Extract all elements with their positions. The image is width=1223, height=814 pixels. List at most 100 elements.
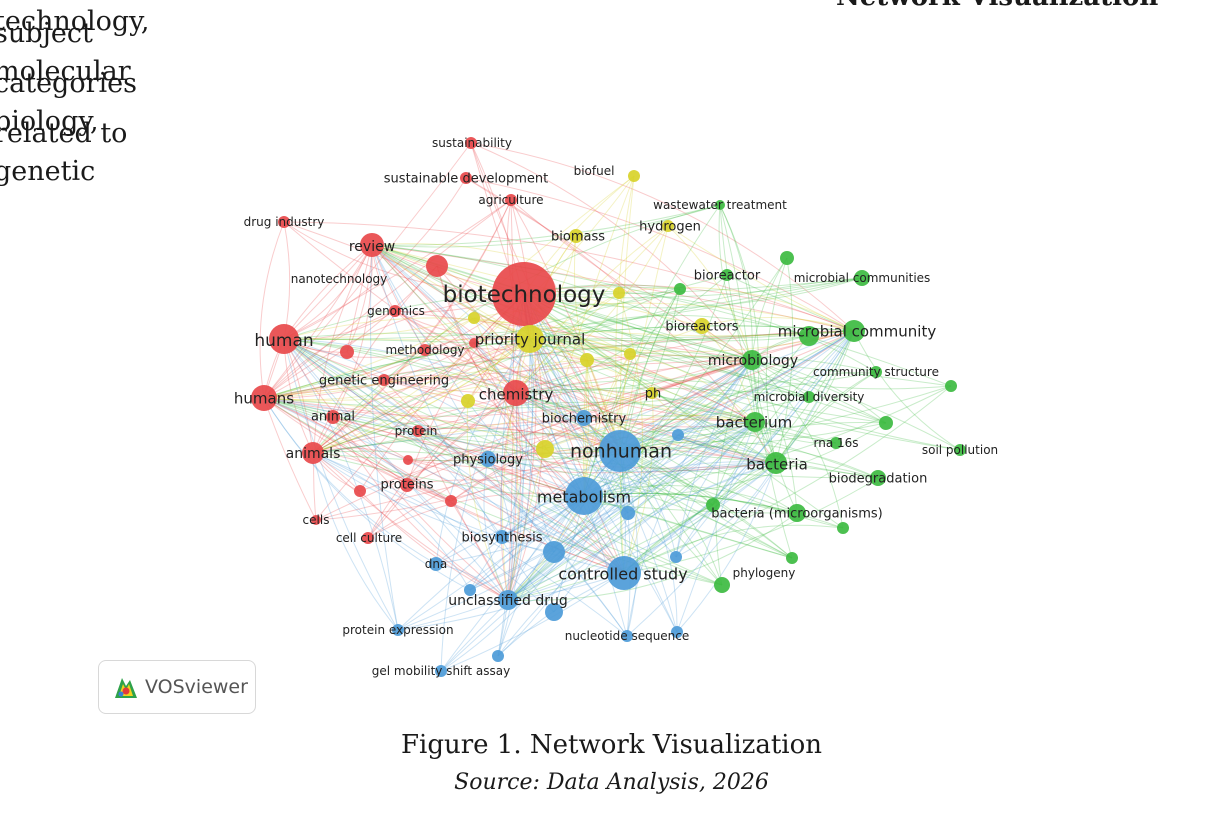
node-review[interactable] [360, 233, 384, 257]
network-node[interactable] [672, 429, 684, 441]
node-community-structure[interactable] [870, 366, 882, 378]
network-edge [507, 335, 810, 601]
node-microbial-community[interactable] [843, 320, 865, 342]
network-edge [417, 430, 509, 601]
node-hydrogen[interactable] [662, 220, 674, 232]
node-biofuel[interactable] [628, 170, 640, 182]
node-dna[interactable] [429, 557, 443, 571]
network-node[interactable] [464, 584, 476, 596]
node-nonhuman[interactable] [599, 430, 641, 472]
network-node[interactable] [799, 326, 819, 346]
network-node[interactable] [468, 312, 480, 324]
network-node[interactable] [354, 485, 366, 497]
node-phylogeny[interactable] [714, 577, 730, 593]
node-animal[interactable] [326, 410, 340, 424]
network-edge [312, 244, 373, 454]
network-node[interactable] [403, 455, 413, 465]
network-edge [507, 421, 756, 601]
label-nucleotide-sequence: nucleotide sequence [565, 629, 690, 643]
network-node[interactable] [674, 283, 686, 295]
network-edge [312, 199, 512, 454]
node-agriculture[interactable] [505, 194, 517, 206]
network-node[interactable] [879, 416, 893, 430]
node-genetic-engineering[interactable] [378, 374, 390, 386]
node-nanotechnology[interactable] [426, 255, 448, 277]
network-edge [283, 338, 714, 506]
node-physiology[interactable] [480, 451, 496, 467]
node-sustainable-development[interactable] [460, 172, 472, 184]
network-node[interactable] [340, 345, 354, 359]
node-cells[interactable] [311, 515, 321, 525]
node-microbial-communities[interactable] [854, 270, 870, 286]
network-node[interactable] [445, 495, 457, 507]
network-node[interactable] [706, 498, 720, 512]
network-edge [406, 484, 625, 574]
node-bacteria-microorganisms-[interactable] [788, 504, 806, 522]
node-chemistry[interactable] [503, 380, 529, 406]
node-microbial-diversity[interactable] [803, 391, 815, 403]
node-nucleotide-sequence[interactable] [621, 630, 633, 642]
network-edge [371, 244, 517, 394]
network-node[interactable] [469, 338, 479, 348]
network-edge [283, 338, 399, 631]
network-node[interactable] [461, 394, 475, 408]
network-edge [283, 338, 793, 559]
node-biosynthesis[interactable] [495, 530, 509, 544]
network-node[interactable] [543, 541, 565, 563]
network-node[interactable] [545, 603, 563, 621]
node-biomass[interactable] [569, 229, 583, 243]
network-node[interactable] [613, 287, 625, 299]
node-drug-industry[interactable] [278, 216, 290, 228]
network-node[interactable] [837, 522, 849, 534]
node-microbiology[interactable] [742, 350, 762, 370]
node-protein[interactable] [412, 425, 424, 437]
node-gel-mobility-shift-assay[interactable] [435, 665, 447, 677]
node-bioreactor[interactable] [721, 269, 733, 281]
node-methodology[interactable] [419, 344, 431, 356]
node-metabolism[interactable] [565, 477, 603, 515]
network-edge [515, 379, 810, 398]
network-node[interactable] [670, 551, 682, 563]
network-node[interactable] [671, 626, 683, 638]
network-node[interactable] [621, 506, 635, 520]
label-review: review [349, 239, 395, 255]
node-priority-journal[interactable] [516, 325, 544, 353]
node-animals[interactable] [302, 442, 324, 464]
network-node[interactable] [580, 353, 594, 367]
network-edge [263, 274, 728, 399]
network-node[interactable] [780, 251, 794, 265]
node-bacteria[interactable] [765, 452, 787, 474]
node-proteins[interactable] [400, 478, 414, 492]
node-biotechnology[interactable] [492, 262, 556, 326]
node-biochemistry[interactable] [576, 410, 592, 426]
network-edge [675, 462, 777, 558]
label-genetic-engineering: genetic engineering [319, 374, 449, 389]
node-genomics[interactable] [389, 305, 401, 317]
network-node[interactable] [786, 552, 798, 564]
node-soil-pollution[interactable] [954, 444, 966, 456]
node-bioreactors[interactable] [694, 318, 710, 334]
node-ph[interactable] [646, 387, 658, 399]
section-heading: Network Visualization [836, 0, 1158, 12]
node-protein-expression[interactable] [392, 624, 404, 636]
network-edge [529, 277, 863, 340]
network-node[interactable] [624, 348, 636, 360]
node-controlled-study[interactable] [607, 556, 641, 590]
node-rna-16s[interactable] [830, 437, 842, 449]
label-sustainability: sustainability [432, 136, 512, 150]
network-edge [619, 432, 837, 452]
network-edge [529, 338, 753, 361]
node-cell-culture[interactable] [362, 532, 374, 544]
network-node[interactable] [492, 650, 504, 662]
node-wastewater-treatment[interactable] [715, 200, 725, 210]
node-bacterium[interactable] [745, 412, 765, 432]
network-edge [583, 484, 798, 514]
node-biodegradation[interactable] [870, 470, 886, 486]
node-humans[interactable] [251, 385, 277, 411]
node-human[interactable] [269, 324, 299, 354]
network-node[interactable] [945, 380, 957, 392]
network-edge [312, 452, 509, 601]
network-node[interactable] [536, 440, 554, 458]
node-unclassified-drug[interactable] [498, 590, 518, 610]
node-sustainability[interactable] [465, 137, 477, 149]
